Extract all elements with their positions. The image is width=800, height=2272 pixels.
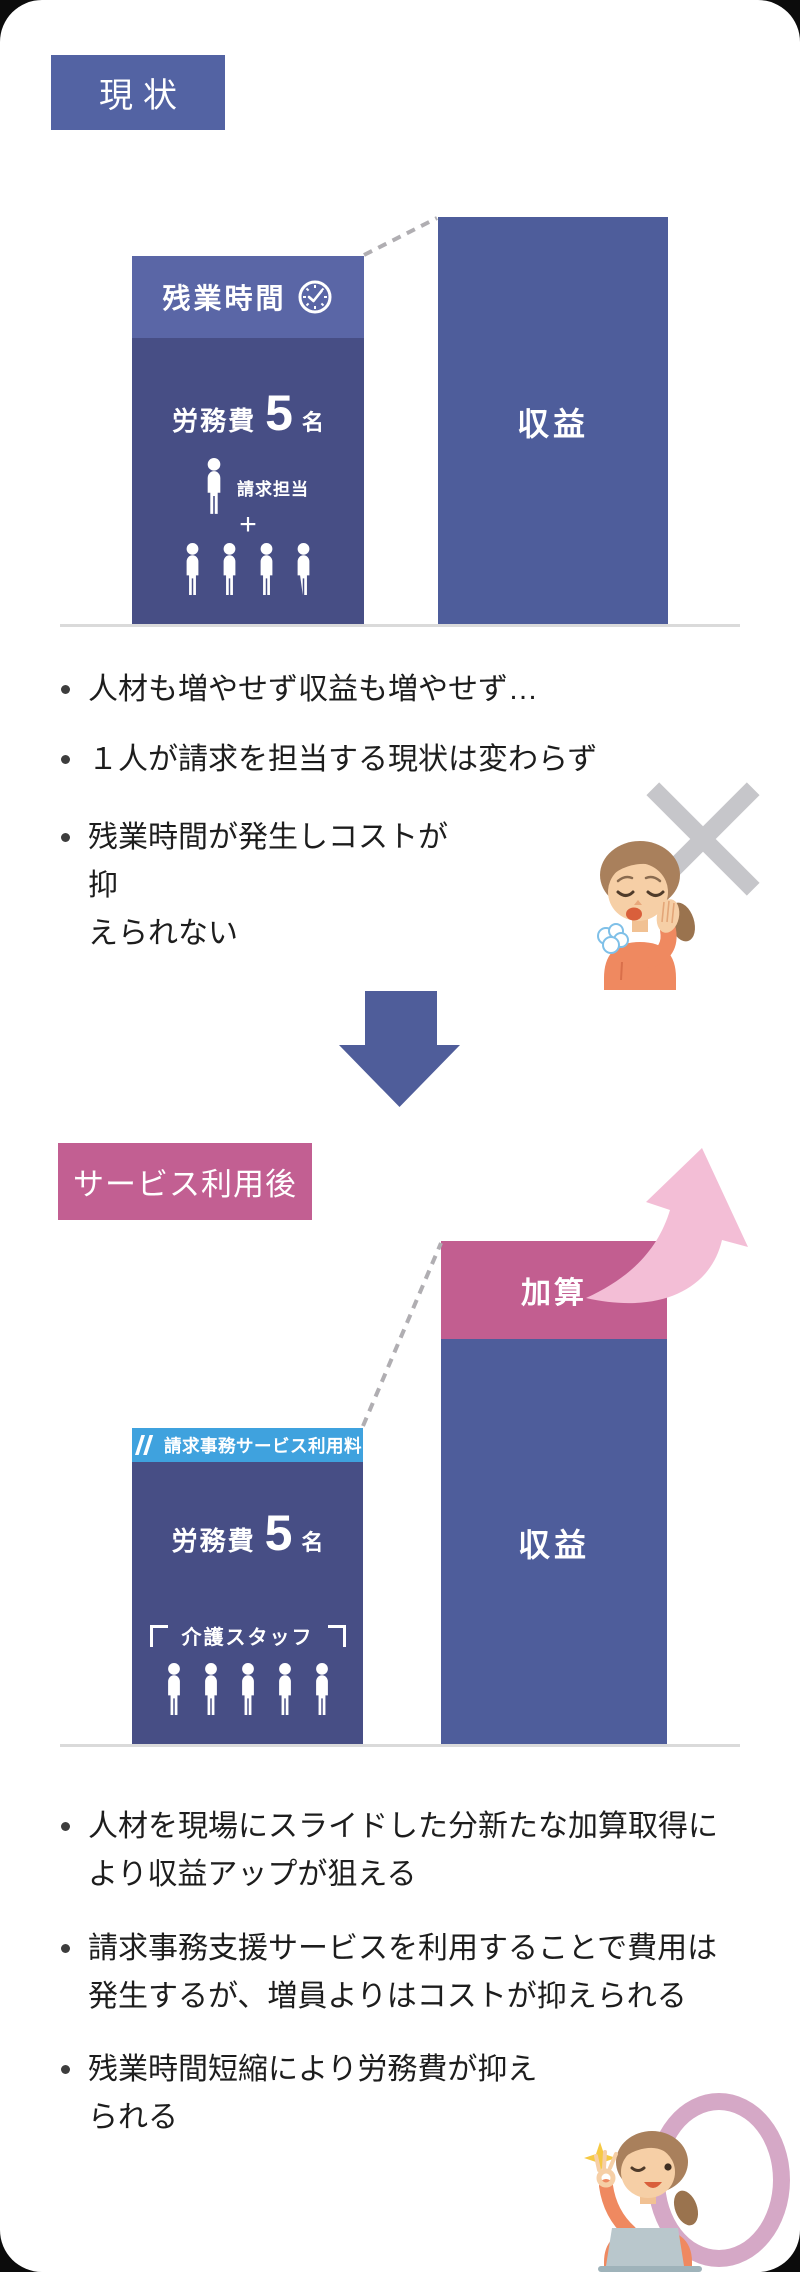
plus-sign: +	[239, 508, 257, 541]
after-cost-bar: 請求事務サービス利用料 労務費 5 名 介護スタッフ	[132, 1428, 363, 1746]
before-bullet-1: 人材も増やせず収益も増やせず…	[61, 666, 538, 714]
dashed-connector-before	[363, 216, 438, 257]
bullet-line: 請求事務支援サービスを利用することで費用は	[88, 1932, 718, 1965]
care-staff-label: 介護スタッフ	[181, 1627, 314, 1649]
after-addition-segment: 加算	[441, 1241, 667, 1339]
staff-row-5	[132, 1663, 363, 1717]
bracket-left-icon	[149, 1624, 168, 1647]
before-bullet-2: １人が請求を担当する現状は変わらず	[60, 736, 598, 784]
labor-cost-label: 労務費	[171, 1526, 256, 1556]
after-bullet-2: 請求事務支援サービスを利用することで費用は 発生するが、増員よりはコストが抑えら…	[61, 1925, 738, 2021]
before-cost-bar: 残業時間 労務費 5 名	[132, 256, 364, 626]
headcount-unit: 名	[301, 1530, 324, 1555]
bullet-line: 発生するが、増員よりはコストが抑えられる	[88, 1980, 687, 2013]
bullet-line: 残業時間が発生しコストが抑	[88, 821, 448, 902]
before-baseline	[60, 624, 740, 627]
bullet-line: えられない	[88, 917, 238, 950]
before-labor-segment: 労務費 5 名 請求担当 +	[132, 338, 364, 626]
n-chevron-logo-icon	[135, 1435, 154, 1455]
down-arrow-icon	[339, 991, 460, 1107]
biller-label: 請求担当	[237, 479, 309, 499]
staff-row-4	[132, 543, 364, 597]
after-revenue-label: 収益	[517, 1526, 590, 1563]
headcount-value: 5	[264, 1505, 293, 1561]
person-icon	[204, 1663, 217, 1716]
worried-woman-illustration	[597, 841, 695, 990]
before-bullet-3: 残業時間が発生しコストが抑 えられない	[61, 814, 468, 958]
headcount-unit: 名	[301, 410, 324, 435]
before-section-label: 現状	[51, 55, 225, 130]
after-labor-segment: 労務費 5 名 介護スタッフ	[132, 1462, 363, 1746]
clock-icon	[298, 280, 331, 314]
service-fee-header: 請求事務サービス利用料	[132, 1428, 363, 1462]
person-icon	[223, 543, 236, 596]
person-icon	[207, 458, 221, 514]
after-labor-line: 労務費 5 名	[132, 1508, 363, 1558]
addition-label: 加算	[521, 1277, 587, 1310]
person-icon	[186, 543, 199, 596]
bullet-line: より収益アップが狙える	[88, 1858, 417, 1891]
bullet-line: 残業時間短縮により労務費が抑え	[88, 2053, 538, 2086]
before-labor-line: 労務費 5 名	[132, 388, 364, 438]
bullet-line: 人材も増やせず収益も増やせず…	[88, 673, 538, 706]
after-baseline	[60, 1744, 740, 1747]
person-icon	[260, 543, 273, 596]
care-staff-row: 介護スタッフ	[132, 1621, 363, 1650]
after-section-label: サービス利用後	[58, 1143, 312, 1220]
after-bullet-1: 人材を現場にスライドした分新たな加算取得に より収益アップが狙える	[61, 1803, 738, 1899]
before-revenue-label: 収益	[516, 405, 589, 442]
before-overtime-segment: 残業時間	[132, 256, 364, 338]
after-section-label-text: サービス利用後	[73, 1167, 297, 1202]
overtime-label: 残業時間	[162, 283, 287, 314]
headcount-value: 5	[265, 385, 293, 441]
happy-woman-illustration	[584, 2131, 702, 2272]
person-icon	[167, 1663, 180, 1716]
person-icon	[297, 543, 310, 596]
after-bullet-3: 残業時間短縮により労務費が抑え られる	[61, 2046, 558, 2142]
person-icon	[241, 1663, 254, 1716]
bracket-right-icon	[327, 1624, 346, 1647]
service-fee-label: 請求事務サービス利用料	[164, 1435, 362, 1456]
before-section-label-text: 現状	[99, 77, 187, 115]
before-revenue-bar: 収益	[438, 217, 668, 626]
labor-cost-label: 労務費	[172, 406, 257, 436]
dashed-connector-after	[361, 1242, 443, 1427]
person-icon	[315, 1663, 328, 1716]
bullet-line: られる	[88, 2101, 178, 2134]
person-icon	[278, 1663, 291, 1716]
after-revenue-segment: 収益	[441, 1339, 667, 1746]
bullet-line: 人材を現場にスライドした分新たな加算取得に	[88, 1810, 718, 1843]
bullet-line: １人が請求を担当する現状は変わらず	[88, 743, 598, 776]
after-revenue-bar: 加算 収益	[441, 1241, 667, 1746]
biller-row: 請求担当	[201, 458, 309, 516]
